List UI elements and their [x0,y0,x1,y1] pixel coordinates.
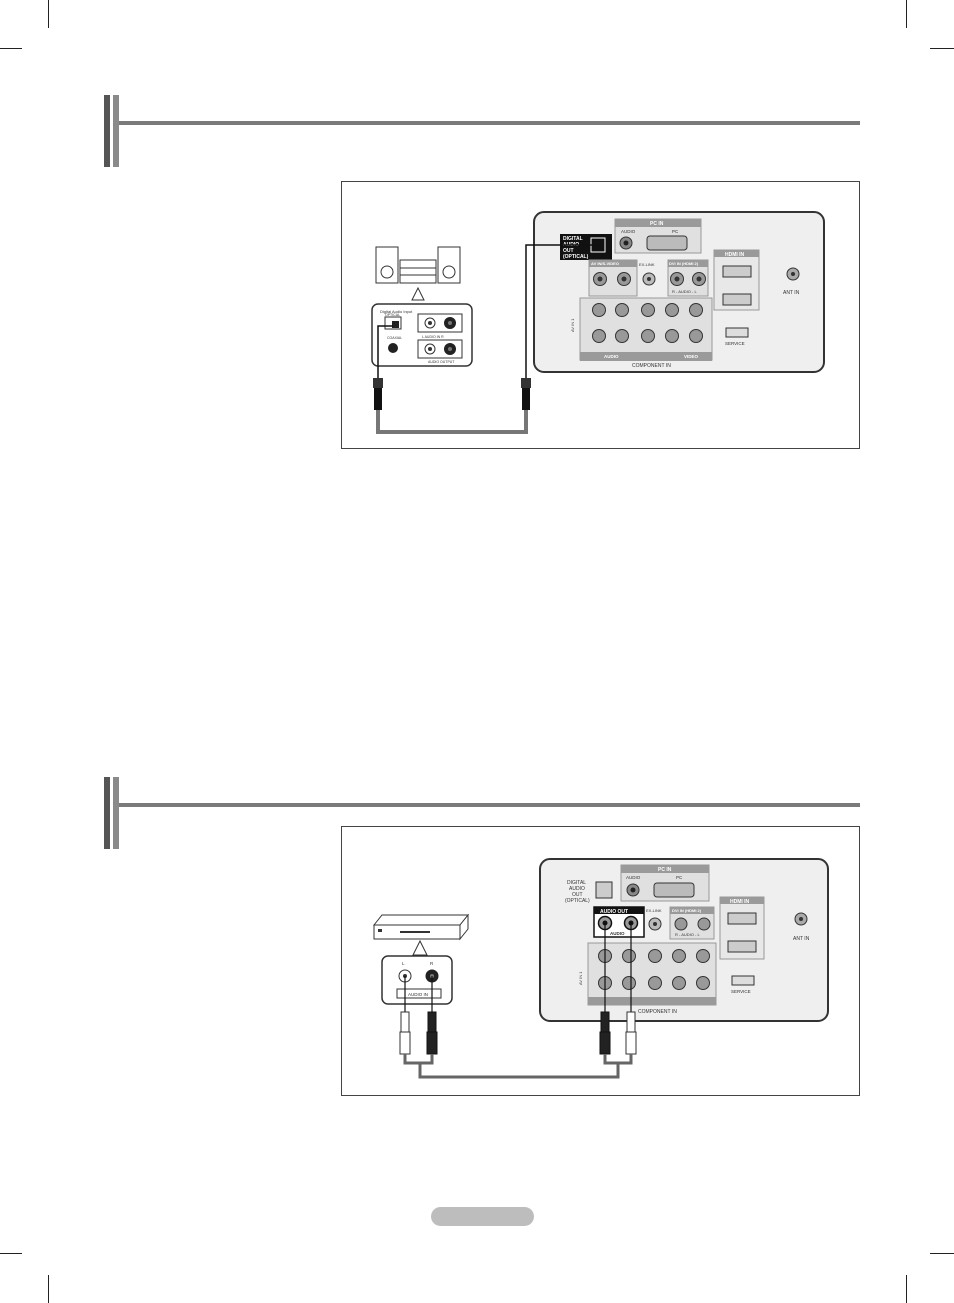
pc-audio-label: AUDIO [626,875,641,880]
digital-audio-line-1: DIGITAL [563,236,583,242]
digital-audio-line-4: (OPTICAL) [563,254,589,260]
crop-mark [48,1275,49,1303]
audio-lr-label: AUDIO [610,931,625,936]
audio-device-icon [372,913,470,941]
component-in-label: COMPONENT IN [638,1009,677,1015]
digital-audio-line-3: OUT [563,248,574,254]
optical-port-tv [595,881,613,899]
pc-in-label: PC IN [658,867,672,873]
pc-label: PC [676,875,683,880]
digital-audio-line-1: DIGITAL [567,880,586,886]
arrow-up-icon [412,939,428,956]
hdmi-in-label: HDMI IN [730,899,750,905]
dvi-label: DVI IN (HDMI 2) [669,261,699,266]
optical-label: OPTICAL [385,313,400,317]
ant-in-label: ANT IN [793,936,810,942]
component-video-label: VIDEO [684,354,699,359]
coaxial-label: COAXIAL [387,336,402,340]
l-label: L [402,961,405,966]
crop-mark [0,48,22,49]
digital-audio-line-2: AUDIO [569,886,585,892]
pc-in-label: PC IN [650,221,664,227]
audio-out-label: AUDIO OUT [600,909,628,915]
hdmi-in-label: HDMI IN [725,252,745,258]
pc-audio-label: AUDIO [621,229,636,234]
page-number-pill [431,1207,534,1226]
section-header-bar-2 [104,777,860,849]
audio-rl-label: R - AUDIO - L [672,289,697,294]
digital-audio-line-3: OUT [572,892,583,898]
service-label: SERVICE [731,989,751,994]
ex-link-label: EX-LINK [646,908,662,913]
rca-audio-cable [399,923,637,1079]
crop-mark [48,0,49,28]
audio-rl-label: R - AUDIO - L [675,932,700,937]
dap-title: Digital Audio Input [380,309,413,314]
av-in-side-label: AV IN 1 [570,318,575,332]
crop-mark [906,1275,907,1303]
dvi-label: DVI IN (HDMI 2) [672,908,702,913]
ant-in-label: ANT IN [783,290,800,296]
arrow-up-icon [411,286,425,301]
crop-mark [0,1253,22,1254]
section-header-bar-1 [104,95,860,167]
crop-mark [930,48,954,49]
optical-connection-diagram: DIGITAL AUDIO OUT (OPTICAL) PC IN AUDIO … [341,181,860,449]
digital-audio-line-4: (OPTICAL) [565,898,590,904]
ex-link-label: EX-LINK [639,262,655,267]
stereo-system-icon [375,246,461,284]
audio-output-label: AUDIO OUTPUT [428,360,455,364]
av-in-label: AV IN/S-VIDEO [591,261,619,266]
component-jacks [598,949,710,990]
analog-audio-connection-diagram: DIGITAL AUDIO OUT (OPTICAL) PC IN AUDIO … [341,826,860,1096]
audio-in-lr-label: L AUDIO IN R [422,335,444,339]
service-label: SERVICE [725,341,745,346]
crop-mark [930,1253,954,1254]
audio-in-label: AUDIO IN [408,992,428,997]
component-jacks [592,303,703,343]
pc-label: PC [672,229,679,234]
optical-cable [373,244,598,434]
r-label: R [430,961,434,966]
component-audio-label: AUDIO [604,354,619,359]
crop-mark [906,0,907,28]
av-in-side-label: AV IN 1 [578,971,583,985]
component-in-label: COMPONENT IN [632,363,671,369]
